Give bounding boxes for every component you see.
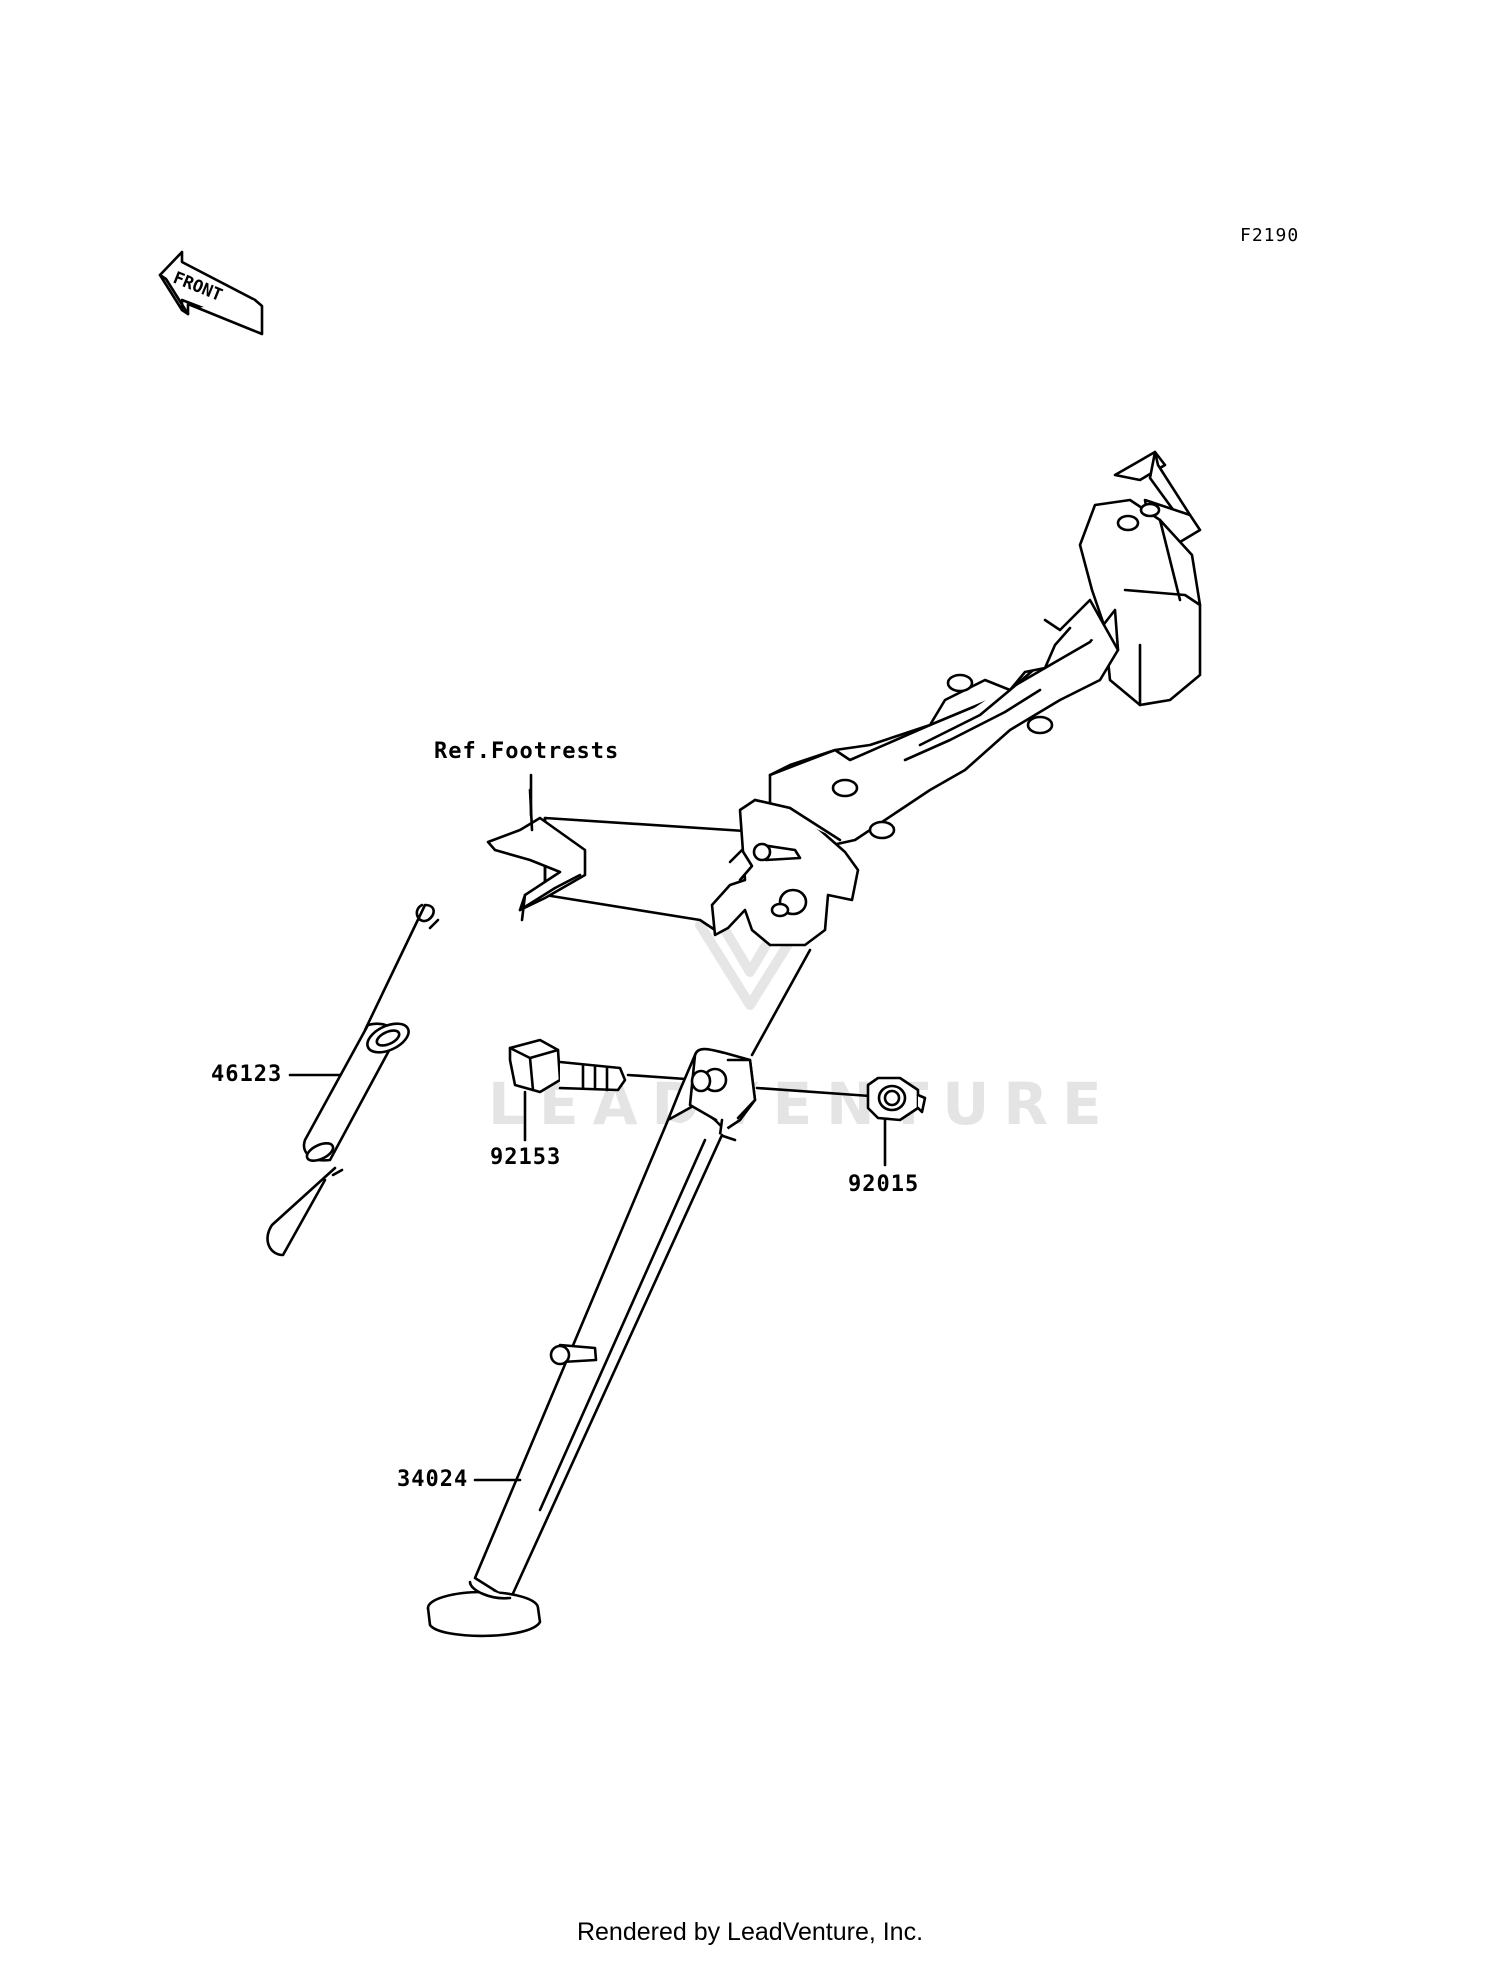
part-label-92015: 92015 <box>848 1172 920 1197</box>
front-arrow-icon <box>158 250 264 336</box>
part-label-34024: 34024 <box>397 1467 469 1492</box>
bolt-92153 <box>508 1038 627 1094</box>
part-label-92153: 92153 <box>490 1145 562 1170</box>
footrest-bracket <box>486 450 1202 947</box>
footer-credit: Rendered by LeadVenture, Inc. <box>576 1918 924 1946</box>
spring-46123 <box>266 903 440 1257</box>
ref-footrests-label: Ref.Footrests <box>434 739 620 764</box>
diagram-code: F2190 <box>1240 225 1300 246</box>
part-label-46123: 46123 <box>211 1062 283 1087</box>
side-stand-34024 <box>426 1047 757 1638</box>
nut-92015 <box>866 1076 927 1122</box>
